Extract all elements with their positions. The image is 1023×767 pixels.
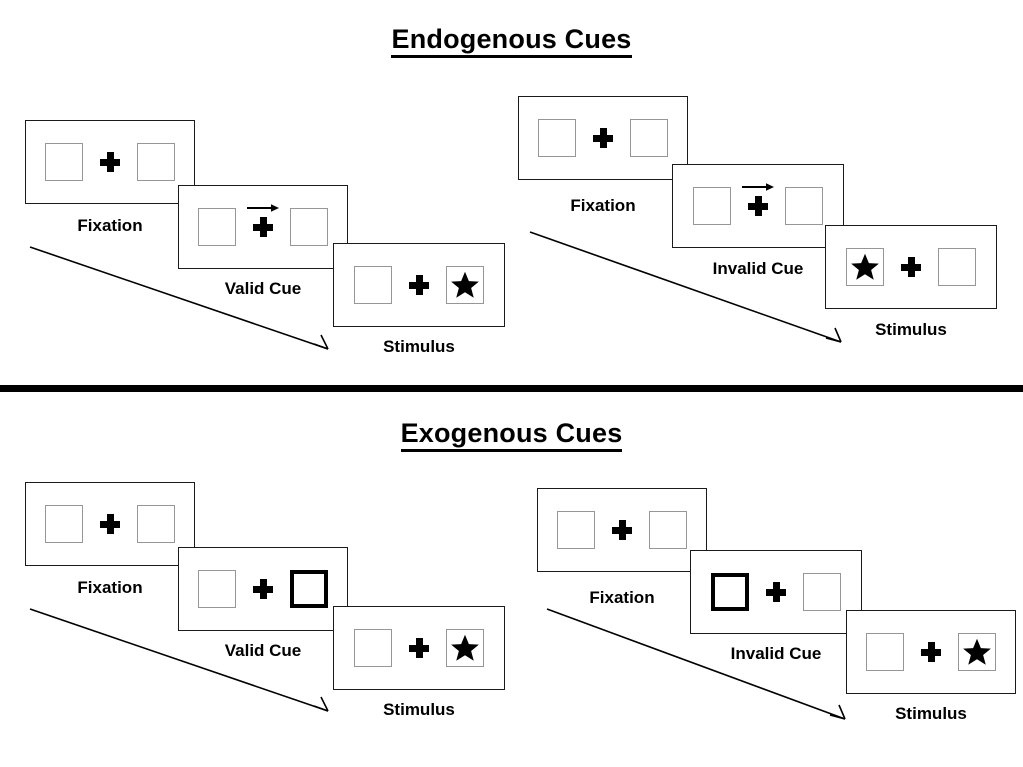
frame-exogenous-invalid-stimulus[interactable]	[846, 610, 1016, 694]
section-exogenous: Exogenous Cues Fixation Valid Cue	[0, 392, 1023, 767]
slot-left	[198, 570, 236, 608]
frame-caption-endogenous-valid-stimulus: Stimulus	[383, 337, 455, 356]
section-endogenous: Endogenous Cues Fixation Valid Cue	[0, 24, 1023, 360]
frame-caption-exogenous-valid-cue: Valid Cue	[224, 641, 302, 660]
slot-left	[557, 511, 595, 549]
frame-exogenous-invalid-cue[interactable]	[690, 550, 862, 634]
slot-right	[137, 143, 175, 181]
frame-exogenous-valid-fixation[interactable]	[25, 482, 195, 566]
frame-caption-endogenous-valid-fixation: Fixation	[77, 216, 143, 235]
slot-left-peripheral-cue	[711, 573, 749, 611]
slot-left	[45, 505, 83, 543]
frame-caption-endogenous-invalid-fixation: Fixation	[570, 196, 636, 215]
frame-endogenous-valid-fixation[interactable]	[25, 120, 195, 204]
slot-left	[354, 266, 392, 304]
fixation-cross-icon	[765, 581, 787, 603]
frame-endogenous-invalid-fixation[interactable]	[518, 96, 688, 180]
slot-right-target	[446, 629, 484, 667]
time-arrow-exogenous-invalid	[545, 607, 861, 729]
slot-right-peripheral-cue	[290, 570, 328, 608]
fixation-cross-icon	[408, 637, 430, 659]
frame-exogenous-invalid-fixation[interactable]	[537, 488, 707, 572]
frame-caption-endogenous-invalid-stimulus: Stimulus	[875, 320, 947, 339]
fixation-cross-icon	[252, 578, 274, 600]
slot-right	[290, 208, 328, 246]
slot-right	[137, 505, 175, 543]
slot-right	[938, 248, 976, 286]
section-title-exogenous-text: Exogenous Cues	[400, 418, 623, 452]
frame-caption-endogenous-invalid-cue: Invalid Cue	[712, 259, 804, 278]
fixation-cross-icon	[920, 641, 942, 663]
frame-caption-exogenous-invalid-stimulus: Stimulus	[895, 704, 967, 723]
frame-endogenous-invalid-stimulus[interactable]	[825, 225, 997, 309]
section-title-endogenous: Endogenous Cues	[0, 24, 1023, 58]
slot-left	[45, 143, 83, 181]
slot-left	[198, 208, 236, 246]
frame-exogenous-valid-stimulus[interactable]	[333, 606, 505, 690]
slot-right	[803, 573, 841, 611]
star-target-icon	[450, 633, 480, 663]
slot-left	[354, 629, 392, 667]
frame-caption-exogenous-invalid-cue: Invalid Cue	[730, 644, 822, 663]
slot-left	[538, 119, 576, 157]
fixation-cross-icon	[247, 204, 279, 238]
fixation-cross-icon	[592, 127, 614, 149]
slot-right	[649, 511, 687, 549]
slot-right-target	[446, 266, 484, 304]
frame-caption-exogenous-valid-stimulus: Stimulus	[383, 700, 455, 719]
time-arrow-endogenous-valid	[28, 245, 344, 360]
fixation-cross-icon	[611, 519, 633, 541]
slot-left	[866, 633, 904, 671]
central-arrow-cue-right-icon	[246, 201, 280, 213]
fixation-cross-icon	[742, 183, 774, 217]
fixation-cross-icon	[99, 151, 121, 173]
section-divider	[0, 385, 1023, 392]
star-target-icon	[962, 637, 992, 667]
slot-right	[630, 119, 668, 157]
frame-caption-exogenous-invalid-fixation: Fixation	[589, 588, 655, 607]
star-target-icon	[850, 252, 880, 282]
time-arrow-endogenous-invalid	[528, 230, 858, 352]
frame-endogenous-valid-stimulus[interactable]	[333, 243, 505, 327]
frame-caption-exogenous-valid-fixation: Fixation	[77, 578, 143, 597]
slot-right	[785, 187, 823, 225]
frame-caption-endogenous-valid-cue: Valid Cue	[224, 279, 302, 298]
star-target-icon	[450, 270, 480, 300]
fixation-cross-icon	[408, 274, 430, 296]
central-arrow-cue-right-icon	[741, 180, 775, 192]
fixation-cross-icon	[99, 513, 121, 535]
frame-endogenous-invalid-cue[interactable]	[672, 164, 844, 248]
slot-left-target	[846, 248, 884, 286]
fixation-cross-icon	[900, 256, 922, 278]
slot-left	[693, 187, 731, 225]
time-arrow-exogenous-valid	[28, 607, 344, 722]
frame-exogenous-valid-cue[interactable]	[178, 547, 348, 631]
frame-endogenous-valid-cue[interactable]	[178, 185, 348, 269]
slot-right-target	[958, 633, 996, 671]
section-title-exogenous: Exogenous Cues	[0, 418, 1023, 452]
section-title-endogenous-text: Endogenous Cues	[391, 24, 632, 58]
